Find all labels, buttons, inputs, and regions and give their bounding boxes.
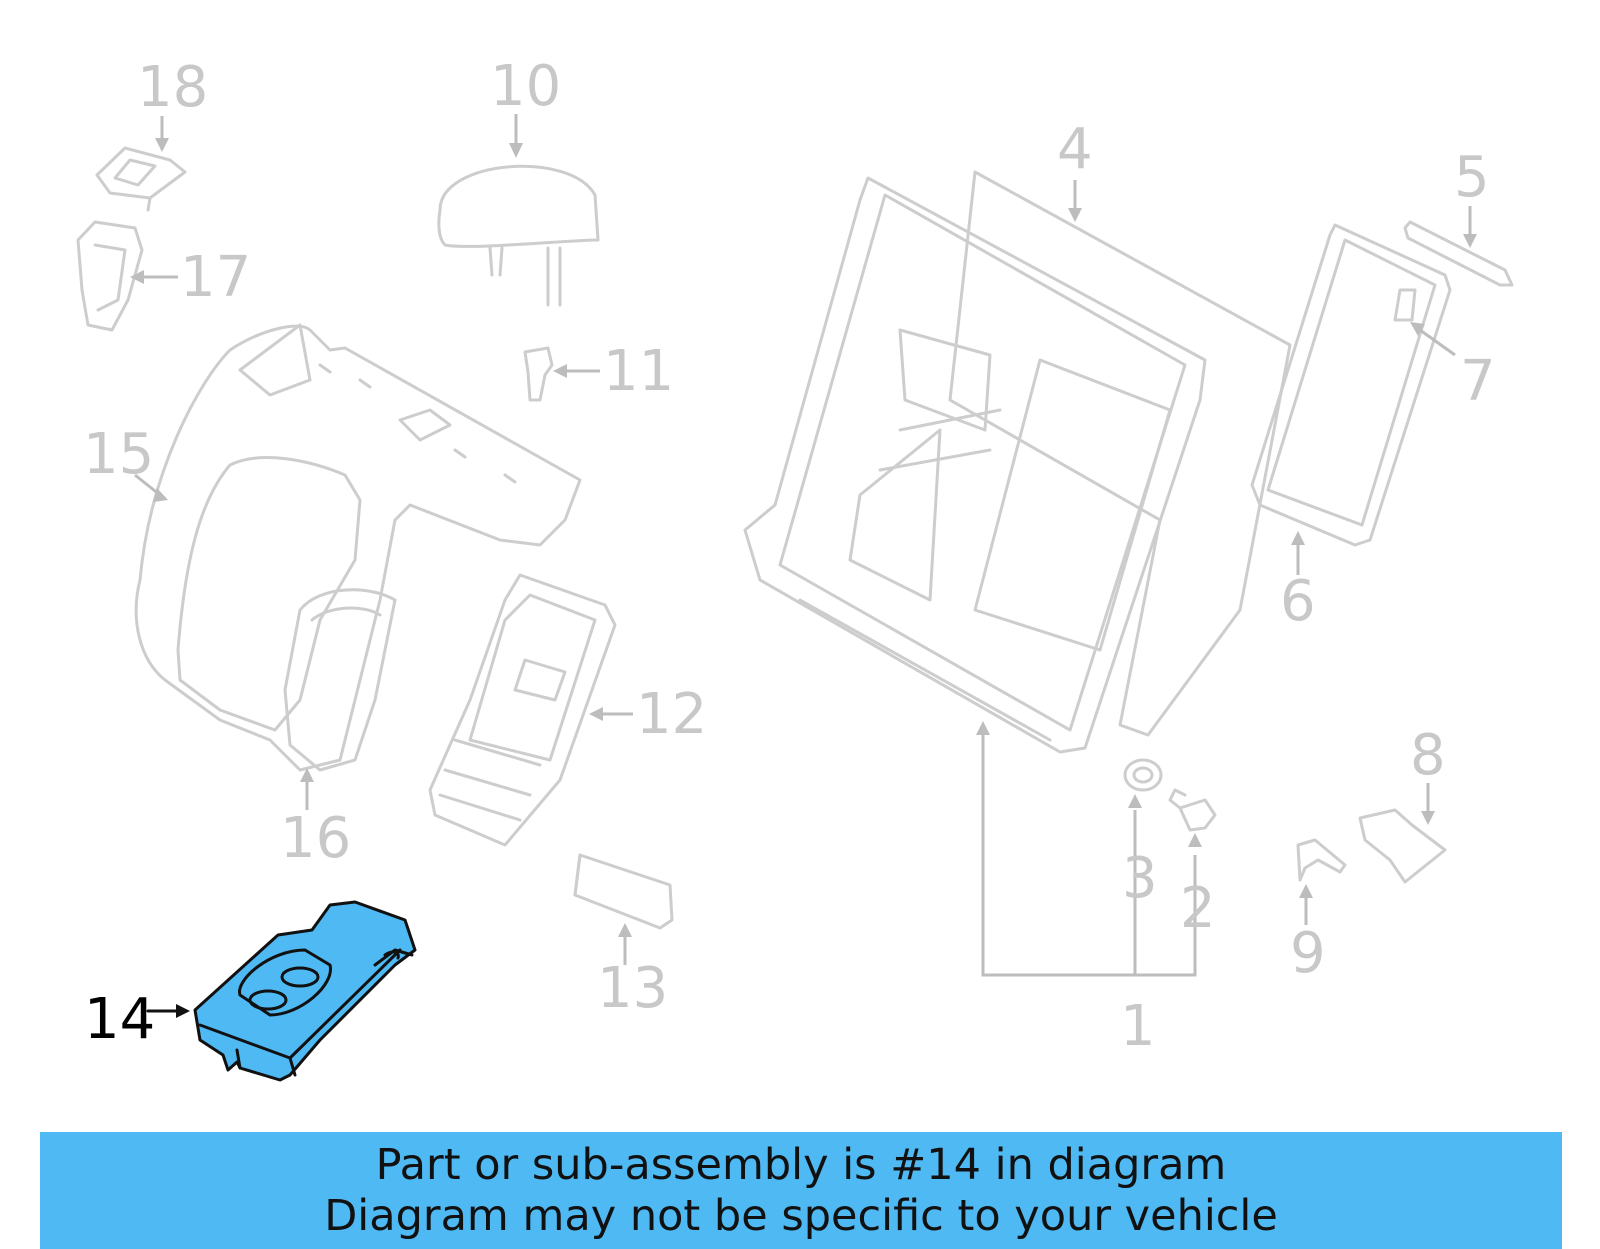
part-14-drawing — [193, 900, 417, 1082]
callout-5[interactable]: 5 — [1454, 145, 1490, 210]
arrow-3 — [1128, 794, 1142, 808]
callout-1[interactable]: 1 — [1120, 994, 1156, 1059]
part-6-drawing — [1250, 223, 1452, 547]
callout-17[interactable]: 17 — [180, 245, 251, 310]
arrow-8 — [1421, 811, 1435, 825]
callout-8[interactable]: 8 — [1410, 723, 1446, 788]
arrow-14 — [176, 1004, 190, 1018]
part-10-drawing — [437, 164, 600, 307]
arrow-5 — [1463, 234, 1477, 248]
part-17-drawing — [76, 220, 144, 332]
part-11-drawing — [523, 346, 554, 402]
arrow-1 — [976, 721, 990, 735]
arrow-7 — [1410, 322, 1425, 336]
info-banner: Part or sub-assembly is #14 in diagram D… — [40, 1132, 1562, 1249]
arrow-11 — [553, 364, 567, 378]
part-12-drawing — [428, 573, 617, 847]
callout-3[interactable]: 3 — [1122, 846, 1158, 911]
callout-12[interactable]: 12 — [636, 682, 707, 747]
arrow-9 — [1299, 884, 1313, 898]
part-15-drawing — [134, 323, 582, 772]
callout-11[interactable]: 11 — [603, 339, 674, 404]
arrow-2 — [1188, 833, 1202, 847]
callout-16[interactable]: 16 — [280, 806, 351, 871]
part-5-drawing — [1403, 220, 1514, 287]
part-3-drawing — [1123, 758, 1163, 792]
callout-2[interactable]: 2 — [1180, 876, 1216, 941]
banner-line-part-number: Part or sub-assembly is #14 in diagram — [375, 1139, 1227, 1190]
callout-15[interactable]: 15 — [83, 422, 154, 487]
part-13-drawing — [573, 853, 674, 930]
callout-7[interactable]: 7 — [1460, 349, 1496, 414]
callout-4[interactable]: 4 — [1057, 117, 1093, 182]
leader-15 — [134, 473, 161, 497]
banner-line-disclaimer: Diagram may not be specific to your vehi… — [324, 1190, 1278, 1241]
arrow-18 — [155, 138, 169, 152]
arrow-16 — [300, 768, 314, 782]
arrow-4 — [1068, 208, 1082, 222]
callout-14[interactable]: 14 — [84, 987, 155, 1052]
arrow-6 — [1291, 531, 1305, 545]
arrow-12 — [589, 707, 603, 721]
callout-18[interactable]: 18 — [137, 55, 208, 120]
arrow-13 — [618, 923, 632, 937]
callout-13[interactable]: 13 — [597, 956, 668, 1021]
part-7-drawing — [1393, 288, 1417, 322]
callout-9[interactable]: 9 — [1290, 921, 1326, 986]
arrow-15 — [153, 488, 168, 502]
part-8-drawing — [1358, 808, 1447, 884]
part-4-drawing — [948, 170, 1292, 737]
leader-7 — [1419, 328, 1456, 357]
part-1-drawing — [743, 176, 1207, 754]
arrow-17 — [130, 270, 144, 284]
part-18-drawing — [95, 146, 187, 212]
part-2-drawing — [1168, 788, 1217, 832]
callout-10[interactable]: 10 — [490, 54, 561, 119]
part-9-drawing — [1296, 838, 1347, 882]
arrow-10 — [509, 143, 523, 158]
part-16-drawing — [283, 588, 397, 772]
callout-6[interactable]: 6 — [1280, 569, 1316, 634]
leader-1 — [981, 735, 1197, 977]
